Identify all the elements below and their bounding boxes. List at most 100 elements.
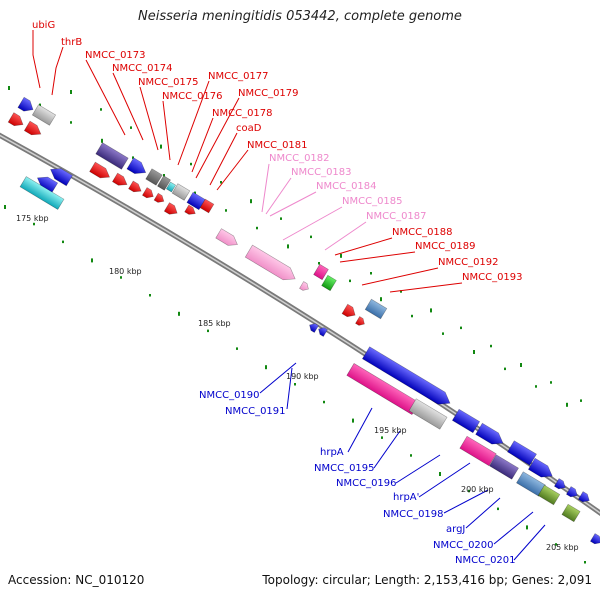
gene-label-nmcc-0173[interactable]: NMCC_0173 [85,50,146,61]
gc-tick-marks [4,86,586,564]
gene-blue-r4 [577,491,590,503]
gene-label-nmcc-0190[interactable]: NMCC_0190 [199,390,260,401]
gene-nmcc-0173 [95,142,129,170]
gene-blue-r2 [553,478,566,490]
gene-hrpA-blue [361,346,451,405]
gene-hrpA-prime-shape [459,435,497,467]
gene-nmcc-0182-shape [215,228,238,246]
gene-label-nmcc-0182[interactable]: NMCC_0182 [269,153,330,164]
scale-label-190: 190 kbp [286,372,319,381]
gc-tick [225,209,227,212]
gene-nmcc-0188-shape [321,274,337,292]
gc-tick [468,489,470,493]
gene-label-nmcc-0198[interactable]: NMCC_0198 [383,509,444,520]
gene-nmcc-0195 [408,398,448,430]
leader-line [162,100,171,161]
gc-tick [310,235,312,239]
gene-nmcc-0182 [215,228,238,246]
gene-nmcc-0175 [145,168,163,186]
gene-label-nmcc-0188[interactable]: NMCC_0188 [392,227,453,238]
gene-label-nmcc-0175[interactable]: NMCC_0175 [138,77,199,88]
gene-cyan-left [19,176,65,210]
scale-label-195: 195 kbp [374,426,407,435]
genome-backbone [0,132,600,516]
gene-nmcc-0196 [451,408,481,434]
gene-label-nmcc-0193[interactable]: NMCC_0193 [462,272,523,283]
gene-label-nmcc-0184[interactable]: NMCC_0184 [316,181,377,192]
gene-label-nmcc-0183[interactable]: NMCC_0183 [291,167,352,178]
gene-red-c-shape [89,161,111,179]
leader-line [32,30,41,89]
gc-tick [566,402,568,407]
bottom-gene-labels: NMCC_0190 NMCC_0191 hrpA NMCC_0195 NMCC_… [199,390,516,566]
gene-ubiG [17,96,34,112]
gene-label-ubiG[interactable]: ubiG [32,20,55,31]
gene-nmcc-0173-shape [95,142,129,170]
gc-tick [318,262,320,265]
gene-nmcc-0198-shape [489,454,519,480]
gene-label-nmcc-0179[interactable]: NMCC_0179 [238,88,299,99]
leader-line [139,86,159,151]
leader-line [216,149,249,191]
leader-line [395,454,441,484]
gc-tick [132,156,134,159]
gc-tick [190,162,192,166]
gene-nmcc-0176 [157,175,171,191]
gene-label-nmcc-0201[interactable]: NMCC_0201 [455,555,516,566]
gc-tick [250,199,252,204]
gene-label-nmcc-0192[interactable]: NMCC_0192 [438,257,499,268]
scale-labels: 175 kbp 180 kbp 185 kbp 190 kbp 195 kbp … [16,214,579,552]
scale-label-200: 200 kbp [461,485,494,494]
gene-label-nmcc-0191[interactable]: NMCC_0191 [225,406,286,417]
gc-tick [220,181,222,184]
leader-line [389,282,463,293]
gene-label-nmcc-0196[interactable]: NMCC_0196 [336,478,397,489]
gc-tick [163,174,165,177]
gene-argJ-blue [527,457,553,478]
gene-nmcc-0185 [299,281,309,291]
gene-nmcc-0193-shape [364,298,388,320]
gc-tick [555,543,557,546]
leader-line [347,407,373,453]
leader-line [282,206,343,241]
gene-label-nmcc-0177[interactable]: NMCC_0177 [208,71,269,82]
gene-label-thrB[interactable]: thrB [61,37,82,48]
gene-label-nmcc-0189[interactable]: NMCC_0189 [415,241,476,252]
gene-argJ-shape [516,471,546,497]
gene-label-nmcc-0176[interactable]: NMCC_0176 [162,91,223,102]
gene-label-nmcc-0200[interactable]: NMCC_0200 [433,540,494,551]
gene-red-b-shape [23,120,42,136]
gene-nmcc-0175-shape [145,168,163,186]
gene-label-coaD[interactable]: coaD [236,123,262,134]
gene-label-hrpA[interactable]: hrpA [320,447,344,458]
gene-label-nmcc-0195[interactable]: NMCC_0195 [314,463,375,474]
gene-nmcc-0174 [126,157,147,174]
leader-line [177,80,210,166]
leader-line [265,177,292,215]
map-title: Neisseria meningitidis 053442, complete … [138,9,462,24]
backbone-line [0,132,600,516]
gene-blue-left-a-shape [36,176,59,194]
gene-nmcc-0185-shape [299,281,309,291]
gene-label-hrpA-prime[interactable]: hrpA' [393,492,419,503]
gc-tick [352,418,354,423]
gc-tick [550,381,552,384]
gene-nmcc-0187-shape [313,263,329,281]
gene-label-nmcc-0178[interactable]: NMCC_0178 [212,108,273,119]
gene-label-nmcc-0187[interactable]: NMCC_0187 [366,211,427,222]
gene-label-nmcc-0181[interactable]: NMCC_0181 [247,140,308,151]
gc-tick [70,121,72,124]
gene-label-nmcc-0185[interactable]: NMCC_0185 [342,196,403,207]
gene-label-nmcc-0174[interactable]: NMCC_0174 [112,63,173,74]
gene-label-argJ[interactable]: argJ [446,524,465,535]
gene-red-g [153,192,165,203]
gene-red-f [141,187,154,199]
gene-red-g-shape [153,192,165,203]
gc-tick [4,205,6,209]
gene-thrB [31,104,57,126]
gene-nmcc-0181-shape [163,202,178,215]
gc-tick [120,276,122,279]
gc-tick [287,244,289,249]
gc-tick [411,314,413,318]
gene-blue-edge [589,533,600,545]
